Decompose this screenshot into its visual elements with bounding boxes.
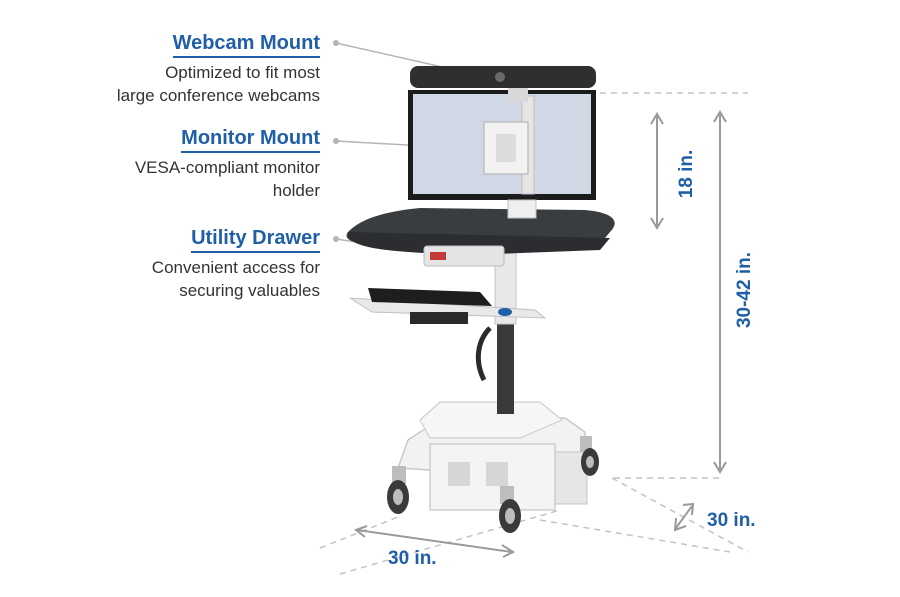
callout-webcam-mount: Webcam Mount Optimized to fit most large… <box>0 31 320 107</box>
arrow-head <box>650 112 664 125</box>
callout-description: Convenient access for securing valuables <box>0 256 320 302</box>
caster-hub <box>505 508 515 524</box>
callout-title: Utility Drawer <box>191 226 320 253</box>
arrow-depth <box>675 505 693 529</box>
drawer-lock <box>430 252 446 260</box>
dimension-label-depth: 30 in. <box>707 510 756 531</box>
callout-desc-line: VESA-compliant monitor <box>134 158 320 177</box>
caster-fork <box>392 466 406 484</box>
width-guide-left <box>319 516 399 549</box>
tray-bracket <box>410 312 468 324</box>
callout-desc-line: large conference webcams <box>116 86 320 105</box>
cable <box>475 326 492 382</box>
caster-hub <box>586 456 594 468</box>
callout-description: VESA-compliant monitor holder <box>0 156 320 202</box>
callout-desc-line: securing valuables <box>179 281 320 300</box>
dimension-label-width: 30 in. <box>388 548 437 569</box>
webcam-lens <box>495 72 505 82</box>
vent-grille <box>486 462 508 486</box>
utility-drawer <box>423 245 505 267</box>
arrow-head <box>353 525 368 538</box>
callout-desc-line: Convenient access for <box>151 258 320 277</box>
vent-grille <box>448 462 470 486</box>
arrow-head <box>650 217 664 230</box>
callout-title: Monitor Mount <box>181 126 320 153</box>
webcam-bracket <box>508 88 528 102</box>
keyboard <box>368 288 492 306</box>
dimension-guides <box>319 92 749 575</box>
base-top <box>419 401 564 439</box>
depth-guide-back <box>611 477 749 553</box>
dimension-label-overall-height: 30-42 in. <box>734 251 755 329</box>
arrow-head <box>713 110 727 123</box>
callout-title: Webcam Mount <box>172 31 320 58</box>
cart-column <box>475 239 517 414</box>
work-surface-edge <box>348 232 610 255</box>
dimension-label-monitor-height: 18 in. <box>676 149 697 199</box>
mouse <box>498 308 512 316</box>
casters <box>387 436 599 533</box>
keyboard-tray <box>349 288 547 324</box>
tray-surface <box>349 297 547 319</box>
callout-description: Optimized to fit most large conference w… <box>0 61 320 107</box>
depth-guide-front <box>539 519 731 553</box>
arrow-width <box>356 529 513 553</box>
lower-column <box>497 320 514 414</box>
arrow-head <box>713 461 727 474</box>
drawer-leader-dot <box>333 236 339 242</box>
caster-fork <box>580 436 592 452</box>
vesa-mount-inner <box>496 134 516 162</box>
arrow-head <box>501 544 516 558</box>
caster-hub <box>393 489 403 505</box>
callout-monitor-mount: Monitor Mount VESA-compliant monitor hol… <box>0 126 320 202</box>
monitor <box>408 90 596 219</box>
callout-desc-line: Optimized to fit most <box>165 63 320 82</box>
webcam-leader-dot <box>333 40 339 46</box>
cart-base <box>396 401 588 511</box>
callout-utility-drawer: Utility Drawer Convenient access for sec… <box>0 226 320 302</box>
work-surface <box>346 208 615 267</box>
monitor-leader-dot <box>333 138 339 144</box>
webcam <box>410 66 596 102</box>
arrow-head <box>673 517 687 532</box>
dimension-arrows <box>353 110 727 558</box>
arrow-head <box>682 502 695 516</box>
callout-desc-line: holder <box>272 181 320 200</box>
monitor-base-clamp <box>507 199 537 219</box>
width-guide-bottom <box>339 509 561 575</box>
